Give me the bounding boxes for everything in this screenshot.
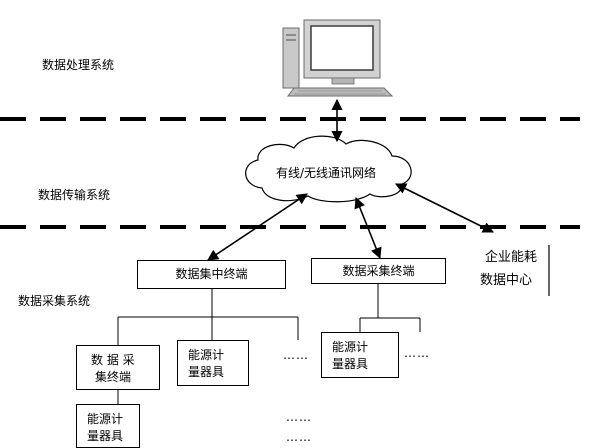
arrow-network-enterprise [394, 183, 495, 233]
concentrator-connectors [117, 289, 299, 404]
meter-bottom-line1: 能源计 [87, 412, 124, 426]
computer-icon [282, 19, 394, 97]
layer-label-transmission: 数据传输系统 [38, 188, 111, 202]
energy-meter-box-right: 能源计 量器具 [321, 332, 399, 378]
ellipsis-a: …… [283, 348, 309, 362]
meter-right-line2: 量器具 [332, 357, 369, 371]
energy-meter-box-mid: 能源计 量器具 [177, 340, 249, 386]
layer-label-acquisition: 数据采集系统 [18, 294, 91, 308]
ellipsis-d: …… [286, 430, 312, 444]
left-collection-terminal-box: 数 据 采 集终端 [76, 345, 160, 390]
layer-label-processing: 数据处理系统 [42, 58, 115, 72]
ellipsis-b: …… [286, 410, 312, 424]
network-label: 有线/无线通讯网络 [276, 166, 377, 180]
meter-bottom-line2: 量器具 [87, 429, 124, 443]
data-concentrator-label: 数据集中终端 [175, 267, 248, 281]
data-collector-label: 数据采集终端 [342, 263, 415, 278]
meter-right-line1: 能源计 [332, 340, 369, 354]
enterprise-center-line1: 企业能耗 [485, 250, 538, 265]
left-terminal-line1: 数 据 采 [91, 353, 135, 367]
energy-meter-box-bottom: 能源计 量器具 [76, 404, 140, 448]
arrow-network-collector [354, 196, 382, 260]
left-terminal-line2: 集终端 [95, 370, 132, 384]
data-concentrator-box: 数据集中终端 [137, 260, 286, 289]
data-collector-box: 数据采集终端 [311, 258, 446, 284]
meter-mid-line1: 能源计 [188, 348, 225, 362]
ellipsis-c: …… [404, 346, 430, 360]
network-cloud [245, 135, 412, 203]
enterprise-center-line2: 数据中心 [480, 273, 533, 288]
collector-connectors [359, 284, 421, 332]
meter-mid-line2: 量器具 [188, 365, 225, 379]
arrow-network-concentrator [207, 193, 308, 261]
